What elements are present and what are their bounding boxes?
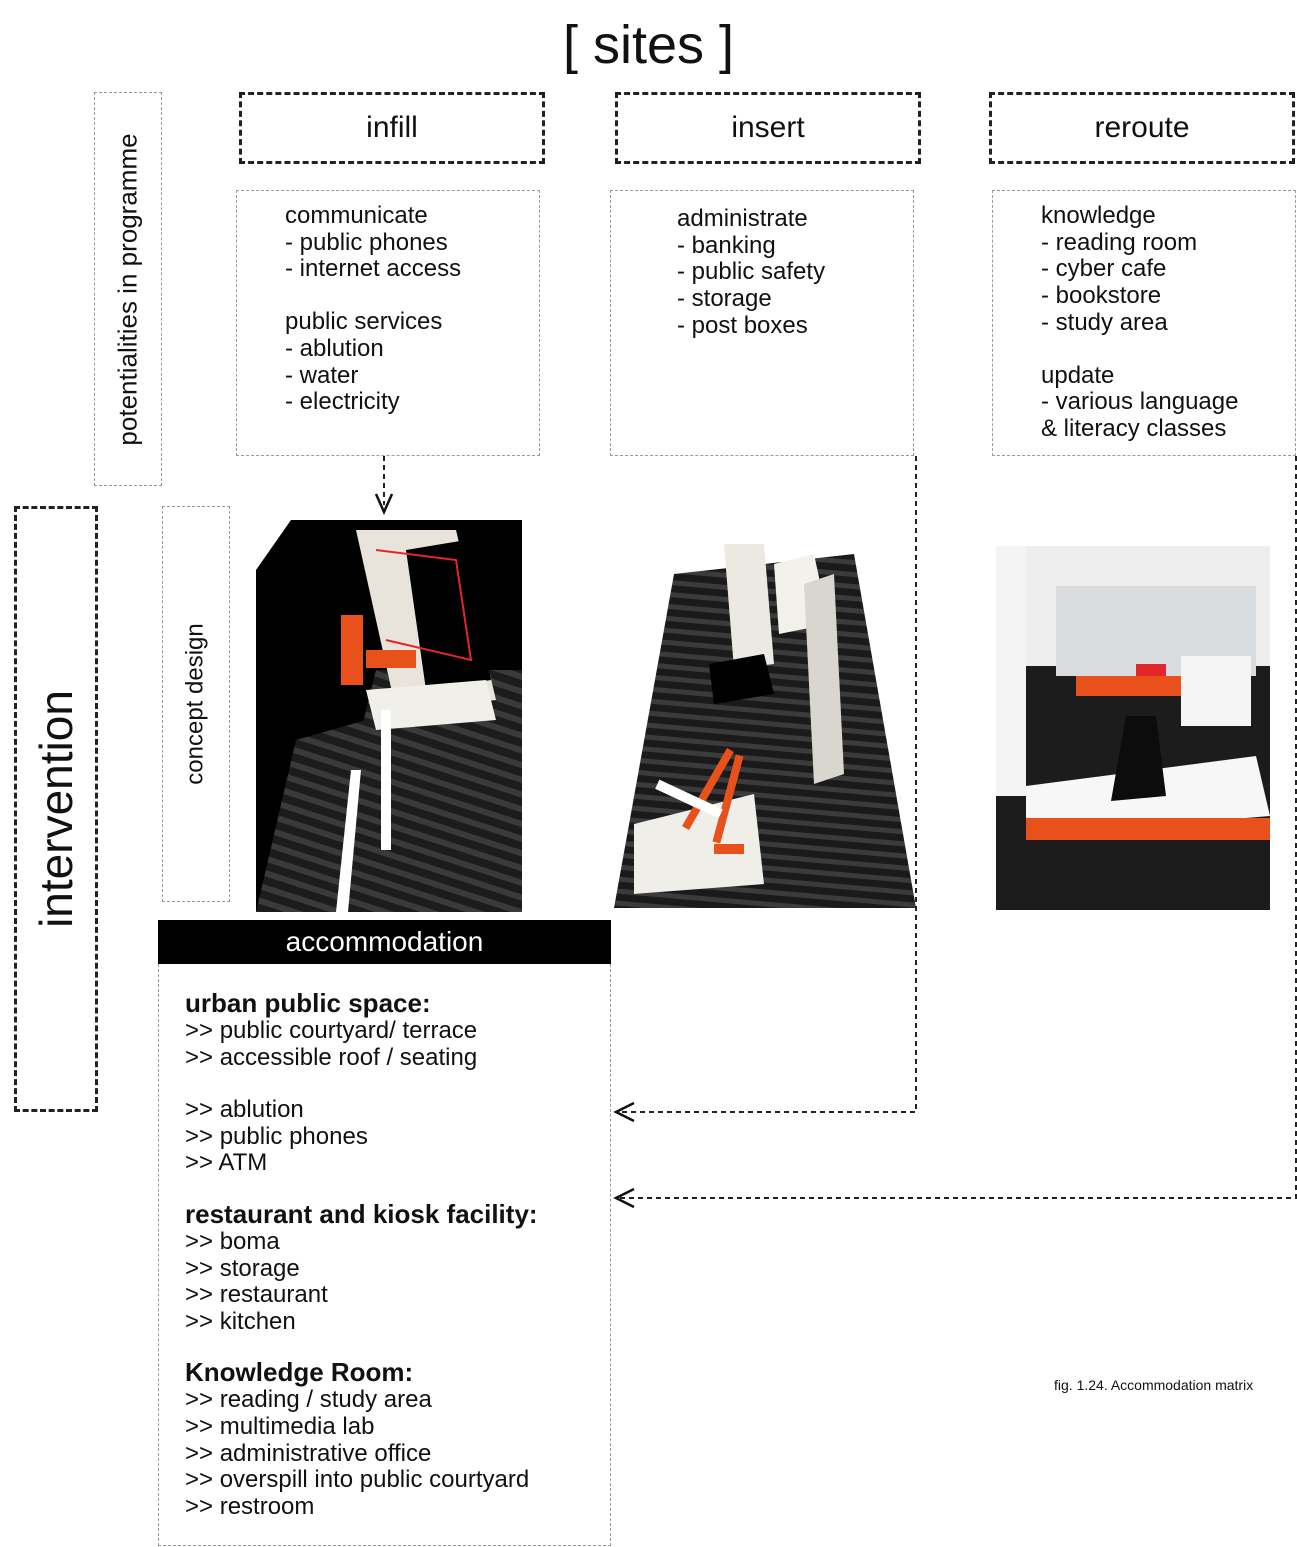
site-header-insert: insert [615, 92, 921, 164]
programme-line: - various language [1041, 388, 1239, 416]
programme-line: - post boxes [677, 311, 808, 339]
programme-line: update [1041, 361, 1115, 389]
list-item: >> administrative office [185, 1439, 432, 1467]
programme-line: - cyber cafe [1041, 255, 1167, 283]
section-title-restaurant: restaurant and kiosk facility: [185, 1198, 538, 1229]
figure-caption: fig. 1.24. Accommodation matrix [1054, 1377, 1254, 1393]
connector-reroute-line [618, 456, 1297, 1199]
list-item: >> multimedia lab [185, 1412, 375, 1440]
programme-box-infill: communicate - public phones - internet a… [236, 190, 540, 456]
intervention-label-box: intervention [14, 506, 98, 1112]
programme-group: communicate - public phones - internet a… [285, 202, 539, 283]
accommodation-heading: accommodation [158, 920, 611, 964]
list-item: >> storage [185, 1254, 300, 1282]
list-item: >> ablution [185, 1096, 304, 1124]
list-item: >> public phones [185, 1122, 368, 1150]
programme-line: - banking [677, 231, 776, 259]
concept-photo-infill [256, 520, 522, 912]
programme-line: - storage [677, 285, 772, 313]
site-header-reroute: reroute [989, 92, 1295, 164]
section-title-urban: urban public space: [185, 988, 431, 1018]
site-name-insert: insert [731, 111, 805, 144]
programme-box-reroute: knowledge - reading room - cyber cafe - … [992, 190, 1296, 456]
programme-line: - ablution [285, 334, 384, 362]
programme-line: administrate [677, 205, 808, 232]
programme-line: - internet access [285, 255, 462, 283]
programme-line: - electricity [285, 388, 400, 416]
programme-line: - bookstore [1041, 282, 1162, 310]
list-item: >> accessible roof / seating [185, 1043, 478, 1071]
potentialities-label-box: potentialities in programme [94, 92, 162, 486]
list-item: >> restroom [185, 1492, 315, 1520]
programme-line: - public safety [677, 258, 826, 286]
programme-line: - reading room [1041, 228, 1198, 256]
concept-photo-reroute [996, 546, 1270, 910]
programme-line: - public phones [285, 228, 448, 256]
list-item: >> restaurant [185, 1281, 328, 1309]
list-item: >> public courtyard/ terrace [185, 1017, 478, 1044]
arrowhead-insert-icon [613, 1101, 635, 1123]
connector-insert-line [618, 456, 917, 1113]
programme-group: update - various language & literacy cla… [1041, 361, 1295, 443]
concept-label-box: concept design [162, 506, 230, 902]
page-title: [ sites ] [562, 15, 735, 75]
site-name-infill: infill [366, 111, 418, 144]
programme-line: knowledge [1041, 202, 1156, 229]
concept-photo-insert [614, 544, 916, 908]
list-item: >> reading / study area [185, 1386, 432, 1414]
site-header-infill: infill [239, 92, 545, 164]
programme-group: administrate - banking - public safety -… [677, 205, 913, 340]
section-title-knowledge: Knowledge Room: [185, 1357, 414, 1388]
arrowhead-infill-icon [374, 493, 394, 516]
arrowhead-reroute-icon [613, 1187, 635, 1209]
programme-group: knowledge - reading room - cyber cafe - … [1041, 202, 1295, 337]
programme-box-insert: administrate - banking - public safety -… [610, 190, 914, 456]
programme-line: & literacy classes [1041, 414, 1227, 442]
programme-line: communicate [285, 202, 428, 229]
programme-line: - study area [1041, 308, 1168, 336]
programme-line: public services [285, 308, 443, 336]
list-item: >> ATM [185, 1149, 268, 1177]
list-item: >> boma [185, 1227, 280, 1255]
site-name-reroute: reroute [1094, 111, 1190, 144]
programme-line: - water [285, 361, 359, 389]
programme-group: public services - ablution - water - ele… [285, 308, 539, 416]
list-item: >> overspill into public courtyard [185, 1466, 530, 1494]
list-item: >> kitchen [185, 1307, 296, 1335]
accommodation-body: urban public space: >> public courtyard/… [158, 964, 611, 1546]
